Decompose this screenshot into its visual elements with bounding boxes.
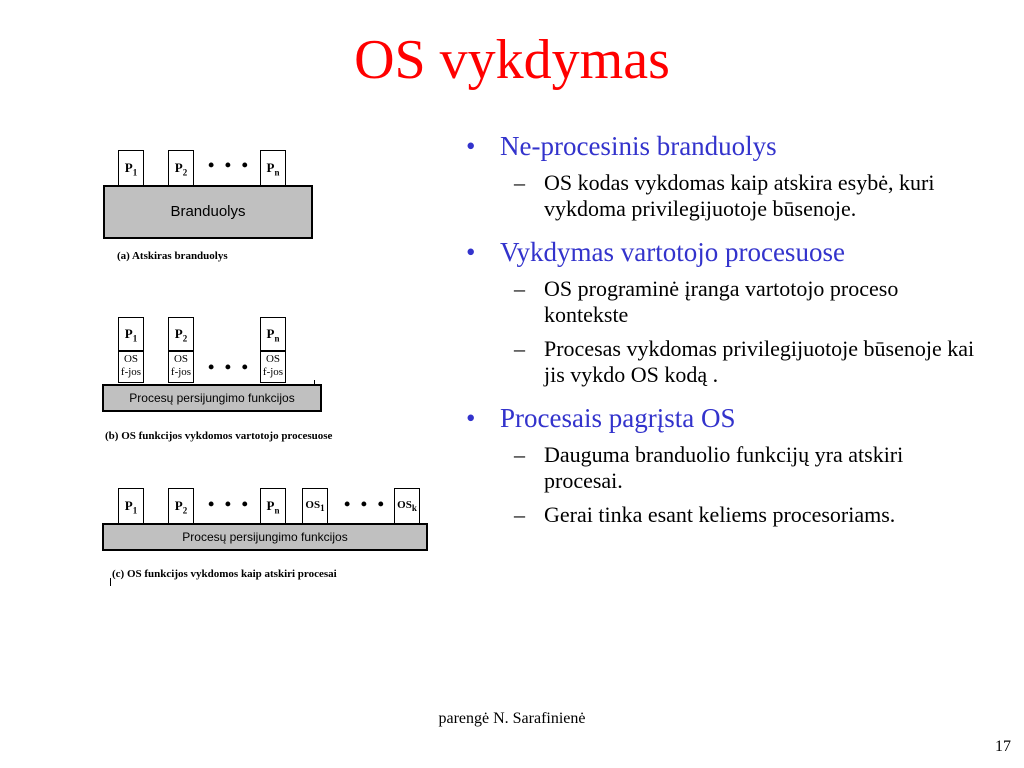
- sub-bullet-item: –Dauguma branduolio funkcijų yra atskiri…: [462, 442, 982, 494]
- ellipsis: • • •: [208, 357, 251, 377]
- bullet-list: •Ne-procesinis branduolys –OS kodas vykd…: [462, 128, 982, 542]
- process-label: P: [266, 498, 275, 513]
- os-functions-label: f-jos: [262, 366, 284, 378]
- os-execution-diagram: P1 P2 • • • Pn Branduolys (a) Atskiras b…: [0, 0, 460, 620]
- process-label: OS: [397, 499, 412, 511]
- sub-bullet-mark: –: [514, 170, 525, 195]
- sub-bullet-text: OS programinė įranga vartotojo proceso k…: [544, 276, 899, 327]
- bullet-text: Procesais pagrįsta OS: [500, 403, 736, 433]
- process-subscript: 1: [320, 503, 325, 514]
- slide-footer: parengė N. Sarafinienė: [438, 710, 586, 727]
- sub-bullet-item: –OS programinė įranga vartotojo proceso …: [462, 276, 982, 328]
- process-switching-bar: Procesų persijungimo funkcijos: [102, 523, 428, 551]
- process-box-pn: Pn: [260, 488, 286, 524]
- page-number: 17: [995, 738, 1011, 755]
- process-box-p1: P1: [118, 317, 144, 351]
- process-label: P: [124, 498, 133, 513]
- process-box-p2: P2: [168, 317, 194, 351]
- process-subscript: 2: [182, 167, 188, 178]
- ellipsis: • • •: [344, 494, 387, 514]
- process-subscript: 1: [132, 167, 138, 178]
- divider: [314, 380, 315, 386]
- process-label: P: [266, 160, 275, 175]
- process-label: P: [174, 160, 183, 175]
- process-subscript: 2: [182, 505, 188, 516]
- os-label: OS: [173, 353, 189, 365]
- os-functions-label: f-jos: [120, 366, 142, 378]
- process-subscript: 1: [132, 333, 138, 344]
- sub-bullet-text: Gerai tinka esant keliems procesoriams.: [544, 502, 896, 527]
- caption-a: (a) Atskiras branduolys: [117, 250, 228, 262]
- process-label: OS: [305, 499, 321, 511]
- caption-c: (c) OS funkcijos vykdomos kaip atskiri p…: [112, 568, 337, 580]
- bullet-group: • Vykdymas vartotojo procesuose –OS progr…: [462, 236, 982, 388]
- divider: [110, 578, 111, 586]
- bullet-mark: •: [466, 403, 476, 433]
- process-subscript: k: [411, 503, 417, 514]
- os-functions-label: f-jos: [170, 366, 192, 378]
- slide-title: OS vykdymas: [354, 29, 670, 91]
- process-subscript: 2: [182, 333, 188, 344]
- caption-b: (b) OS funkcijos vykdomos vartotojo proc…: [105, 430, 333, 442]
- bullet-item: • Vykdymas vartotojo procesuose: [462, 236, 982, 268]
- bullet-group: • Procesais pagrįsta OS –Dauguma branduol…: [462, 402, 982, 528]
- sub-bullet-item: –OS kodas vykdomas kaip atskira esybė, k…: [462, 170, 982, 222]
- bullet-text: Vykdymas vartotojo procesuose: [500, 237, 845, 267]
- sub-bullet-mark: –: [514, 336, 525, 361]
- process-subscript: 1: [132, 505, 138, 516]
- process-subscript: n: [274, 333, 280, 344]
- process-box-pn: Pn: [260, 150, 286, 186]
- process-box-pn: Pn: [260, 317, 286, 351]
- os-process-box-os1: OS1: [302, 488, 328, 524]
- bullet-group: • Ne-procesinis branduolys –OS kodas vykd…: [462, 130, 982, 222]
- bullet-mark: •: [466, 237, 476, 267]
- process-box-p2: P2: [168, 150, 194, 186]
- sub-bullet-mark: –: [514, 502, 525, 527]
- sub-bullet-item: –Gerai tinka esant keliems procesoriams.: [462, 502, 982, 528]
- os-process-box-osk: OSk: [394, 488, 420, 524]
- sub-bullet-item: –Procesas vykdomas privilegijuotoje būse…: [462, 336, 982, 388]
- process-label: P: [124, 160, 133, 175]
- process-box-p1: P1: [118, 150, 144, 186]
- process-box-p1: P1: [118, 488, 144, 524]
- bullet-item: • Procesais pagrįsta OS: [462, 402, 982, 434]
- ellipsis: • • •: [208, 494, 251, 514]
- os-label: OS: [265, 353, 281, 365]
- ellipsis: • • •: [208, 155, 251, 175]
- os-label: OS: [123, 353, 139, 365]
- process-label: P: [266, 326, 275, 341]
- process-label: P: [124, 326, 133, 341]
- process-box-p2: P2: [168, 488, 194, 524]
- process-switching-bar: Procesų persijungimo funkcijos: [102, 384, 322, 412]
- process-label: P: [174, 498, 183, 513]
- sub-bullet-text: OS kodas vykdomas kaip atskira esybė, ku…: [544, 170, 935, 221]
- bullet-text: Ne-procesinis branduolys: [500, 131, 777, 161]
- process-subscript: n: [274, 505, 280, 516]
- sub-bullet-mark: –: [514, 442, 525, 467]
- bullet-item: • Ne-procesinis branduolys: [462, 130, 982, 162]
- process-label: P: [174, 326, 183, 341]
- process-subscript: n: [274, 167, 280, 178]
- sub-bullet-text: Procesas vykdomas privilegijuotoje būsen…: [544, 336, 975, 387]
- kernel-box: Branduolys: [103, 185, 313, 239]
- bullet-mark: •: [466, 131, 476, 161]
- sub-bullet-mark: –: [514, 276, 525, 301]
- sub-bullet-text: Dauguma branduolio funkcijų yra atskiri …: [544, 442, 904, 493]
